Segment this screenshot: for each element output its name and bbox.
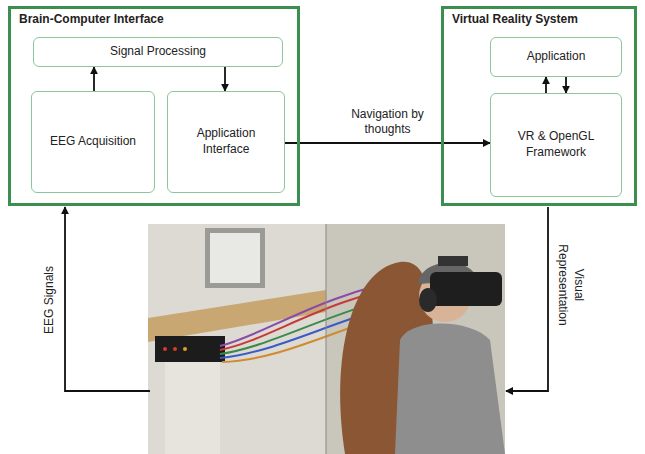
signal-label: EEG Signals (42, 266, 58, 334)
signal-label: Visual Representation (554, 239, 585, 331)
system-box: Virtual Reality SystemApplication VR & Op… (441, 6, 637, 206)
arrow-connector (93, 67, 95, 91)
module-box: Application Interface (167, 91, 285, 193)
module-box: EEG Acquisition (31, 91, 155, 193)
box-text: Application (527, 49, 586, 65)
edge-label: Navigation by thoughts (341, 107, 435, 138)
box-title: Brain-Computer Interface (19, 12, 164, 26)
system-box: Brain-Computer InterfaceSignal Processin… (8, 6, 300, 206)
arrow-connector (224, 67, 226, 91)
module-box: Signal Processing (33, 37, 283, 67)
module-box: VR & OpenGL Framework (490, 93, 622, 197)
box-text: Application Interface (174, 126, 278, 157)
box-text: EEG Acquisition (50, 134, 136, 150)
arrow-connector (285, 142, 490, 144)
box-title: Virtual Reality System (452, 12, 578, 26)
box-text: Signal Processing (110, 44, 206, 60)
arrow-connector (545, 77, 547, 93)
box-text: VR & OpenGL Framework (497, 129, 615, 160)
module-box: Application (490, 37, 622, 77)
signal-wire (506, 207, 548, 391)
signal-wire (65, 207, 150, 391)
arrow-connector (565, 77, 567, 93)
